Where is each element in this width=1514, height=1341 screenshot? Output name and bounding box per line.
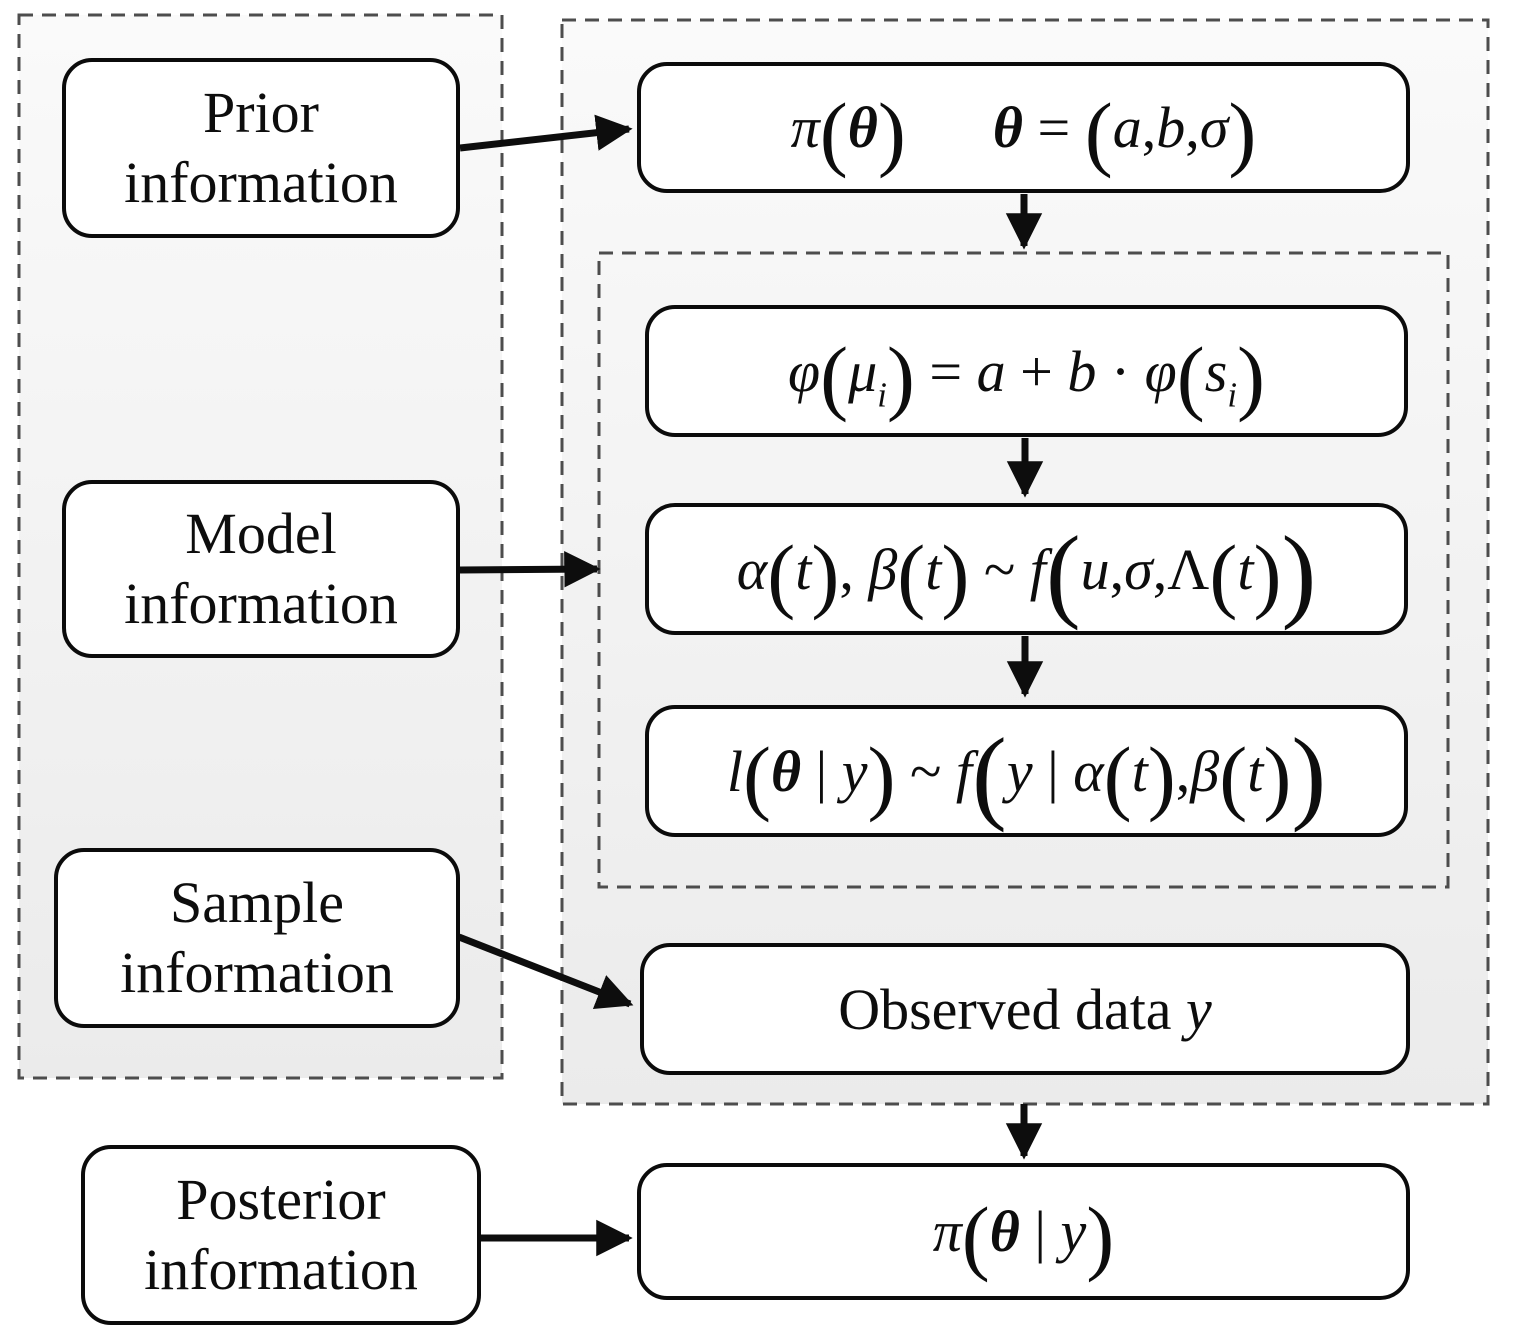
posterior-information-box: Posterior information xyxy=(81,1145,481,1325)
prior-information-box: Prior information xyxy=(62,58,460,238)
observed-data-label: Observed data y xyxy=(838,976,1212,1042)
posterior-distribution-box: π(θ | y) xyxy=(637,1163,1410,1300)
prior-information-label: Prior information xyxy=(124,80,398,215)
sample-information-box: Sample information xyxy=(54,848,460,1028)
observed-data-box: Observed data y xyxy=(640,943,1410,1075)
likelihood-box: l(θ | y) ~ f(y | α(t),β(t)) xyxy=(645,705,1408,837)
distribution-model-formula: α(t), β(t) ~ f(u,σ,Λ(t)) xyxy=(736,514,1317,631)
posterior-information-label: Posterior information xyxy=(144,1167,418,1302)
link-function-box: φ(μi) = a + b · φ(si) xyxy=(645,305,1408,437)
posterior-distribution-formula: π(θ | y) xyxy=(932,1190,1115,1284)
prior-distribution-formula: π(θ) θ = (a,b,σ) xyxy=(790,86,1257,180)
model-information-box: Model information xyxy=(62,480,460,658)
sample-information-label: Sample information xyxy=(120,870,394,1005)
link-function-formula: φ(μi) = a + b · φ(si) xyxy=(787,329,1266,423)
distribution-model-box: α(t), β(t) ~ f(u,σ,Λ(t)) xyxy=(645,503,1408,635)
model-information-label: Model information xyxy=(124,501,398,636)
likelihood-formula: l(θ | y) ~ f(y | α(t),β(t)) xyxy=(726,716,1327,833)
prior-distribution-box: π(θ) θ = (a,b,σ) xyxy=(637,62,1410,193)
